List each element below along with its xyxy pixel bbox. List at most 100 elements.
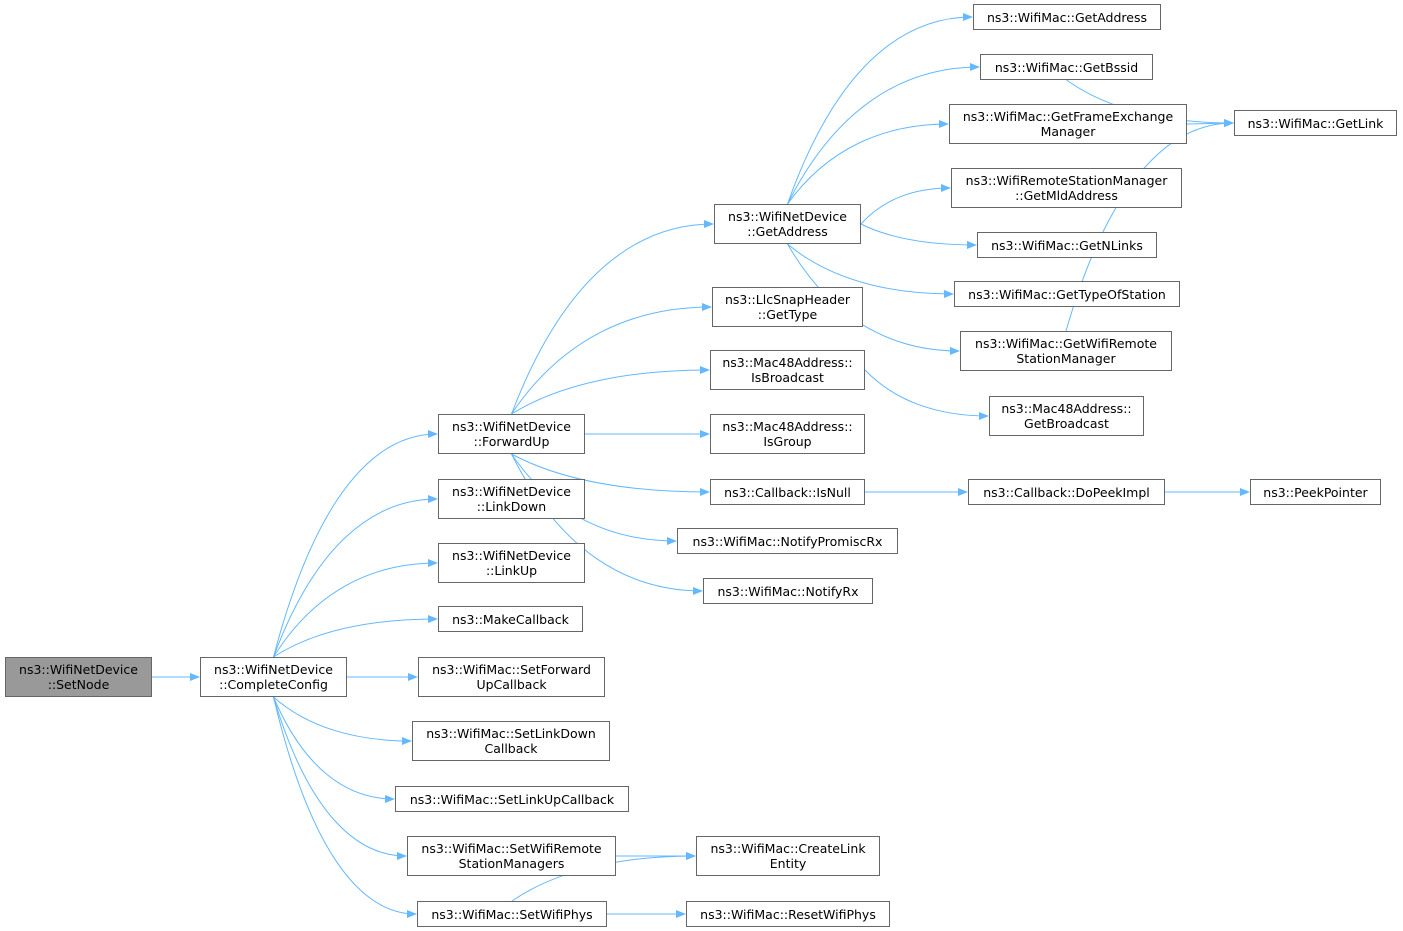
node-label: Entity xyxy=(769,856,807,871)
node-label: ns3::Callback::IsNull xyxy=(724,484,851,500)
node-label: ns3::WifiMac::GetBssid xyxy=(994,59,1139,75)
node-getbroadcast[interactable]: ns3::Mac48Address::GetBroadcast xyxy=(989,396,1144,436)
node-getnlinks[interactable]: ns3::WifiMac::GetNLinks xyxy=(977,232,1157,258)
node-isgroup[interactable]: ns3::Mac48Address::IsGroup xyxy=(710,414,865,454)
node-getmldaddress[interactable]: ns3::WifiRemoteStationManager::GetMldAdd… xyxy=(951,168,1182,208)
node-label: ::GetAddress xyxy=(747,224,828,239)
node-label: ns3::PeekPointer xyxy=(1263,484,1368,500)
node-resetwifiphys[interactable]: ns3::WifiMac::ResetWifiPhys xyxy=(686,901,890,927)
node-label: ns3::WifiNetDevice xyxy=(452,419,571,434)
node-label: StationManagers xyxy=(458,856,565,871)
node-makecallback[interactable]: ns3::MakeCallback xyxy=(438,606,583,632)
edge-completeconfig-to-setlinkdowncallback xyxy=(273,696,412,745)
edge-completeconfig-to-linkup xyxy=(273,559,438,658)
node-label: ns3::WifiMac::SetLinkUpCallback xyxy=(409,791,615,807)
node-label: ns3::WifiMac::SetWifiPhys xyxy=(431,906,593,922)
edge-completeconfig-to-setwifiphys xyxy=(273,696,417,918)
edge-completeconfig-to-makecallback xyxy=(273,615,438,658)
edge-netdev-getaddress-to-gettypeofstation xyxy=(787,243,954,298)
node-label: ns3::WifiNetDevice xyxy=(452,548,571,563)
node-label: IsBroadcast xyxy=(751,370,824,385)
node-forwardup[interactable]: ns3::WifiNetDevice::ForwardUp xyxy=(438,414,585,454)
edge-forwardup-to-isnull xyxy=(511,453,710,496)
node-label: ns3::WifiMac::NotifyPromiscRx xyxy=(692,533,883,549)
node-peekpointer[interactable]: ns3::PeekPointer xyxy=(1250,479,1381,505)
node-label: ns3::Mac48Address:: xyxy=(722,419,853,434)
edge-completeconfig-to-forwardup xyxy=(273,430,438,658)
node-linkdown[interactable]: ns3::WifiNetDevice::LinkDown xyxy=(438,479,585,519)
edge-forwardup-to-isbroadcast xyxy=(511,366,710,415)
edge-netdev-getaddress-to-getmldaddress xyxy=(860,184,951,225)
node-isnull[interactable]: ns3::Callback::IsNull xyxy=(710,479,865,505)
node-notifypromiscrx[interactable]: ns3::WifiMac::NotifyPromiscRx xyxy=(677,528,898,554)
edge-forwardup-to-llc-gettype xyxy=(511,303,712,415)
node-label: ns3::MakeCallback xyxy=(452,611,569,627)
node-label: Callback xyxy=(484,741,538,756)
node-label: ns3::WifiMac::CreateLink xyxy=(710,841,866,856)
node-setlinkupcallback[interactable]: ns3::WifiMac::SetLinkUpCallback xyxy=(395,786,629,812)
edge-completeconfig-to-setlinkupcallback xyxy=(273,696,395,803)
node-linkup[interactable]: ns3::WifiNetDevice::LinkUp xyxy=(438,543,585,583)
node-setwifiphys[interactable]: ns3::WifiMac::SetWifiPhys xyxy=(417,901,607,927)
node-isbroadcast[interactable]: ns3::Mac48Address::IsBroadcast xyxy=(710,350,865,390)
node-mac-getaddress[interactable]: ns3::WifiMac::GetAddress xyxy=(973,4,1161,30)
node-label: ns3::WifiMac::GetAddress xyxy=(986,9,1148,25)
node-label: Manager xyxy=(1040,124,1096,139)
node-getlink[interactable]: ns3::WifiMac::GetLink xyxy=(1234,110,1397,136)
node-label: ns3::Mac48Address:: xyxy=(1001,401,1132,416)
node-label: ns3::WifiMac::NotifyRx xyxy=(717,583,859,599)
node-label: ::CompleteConfig xyxy=(219,677,328,692)
node-label: ns3::WifiNetDevice xyxy=(452,484,571,499)
node-label: ns3::WifiNetDevice xyxy=(214,662,333,677)
node-label: ::LinkUp xyxy=(485,563,538,578)
node-completeconfig[interactable]: ns3::WifiNetDevice::CompleteConfig xyxy=(200,657,347,697)
edge-completeconfig-to-setwifiremotestationmanagers xyxy=(273,696,407,860)
node-label: ::ForwardUp xyxy=(473,434,550,449)
node-label: StationManager xyxy=(1016,351,1116,366)
edge-netdev-getaddress-to-mac-getaddress xyxy=(787,13,973,205)
node-label: GetBroadcast xyxy=(1024,416,1109,431)
node-label: ::SetNode xyxy=(47,677,110,692)
edge-isbroadcast-to-getbroadcast xyxy=(864,369,989,420)
node-notifyrx[interactable]: ns3::WifiMac::NotifyRx xyxy=(703,578,873,604)
node-label: ::GetMldAddress xyxy=(1015,188,1118,203)
node-setnode: ns3::WifiNetDevice::SetNode xyxy=(5,657,152,697)
node-label: ns3::WifiMac::SetWifiRemote xyxy=(421,841,602,856)
node-label: IsGroup xyxy=(763,434,812,449)
node-label: ns3::WifiMac::GetTypeOfStation xyxy=(968,286,1166,302)
edge-netdev-getaddress-to-getbssid xyxy=(787,63,980,205)
node-label: ns3::LlcSnapHeader xyxy=(724,292,851,307)
node-label: ns3::Mac48Address:: xyxy=(722,355,853,370)
node-llc-gettype[interactable]: ns3::LlcSnapHeader::GetType xyxy=(712,287,863,327)
node-dopeekimpl[interactable]: ns3::Callback::DoPeekImpl xyxy=(968,479,1165,505)
edge-netdev-getaddress-to-getwifiremotestationmanager xyxy=(787,243,960,355)
node-label: ns3::WifiMac::GetWifiRemote xyxy=(975,336,1157,351)
node-label: ns3::WifiMac::GetNLinks xyxy=(991,237,1143,253)
node-label: ::LinkDown xyxy=(476,499,547,514)
node-netdev-getaddress[interactable]: ns3::WifiNetDevice::GetAddress xyxy=(714,204,861,244)
node-label: ns3::WifiMac::ResetWifiPhys xyxy=(700,906,876,922)
node-label: UpCallback xyxy=(476,677,547,692)
node-label: ns3::WifiMac::GetLink xyxy=(1247,115,1384,131)
node-gettypeofstation[interactable]: ns3::WifiMac::GetTypeOfStation xyxy=(954,281,1180,307)
node-label: ns3::Callback::DoPeekImpl xyxy=(983,484,1150,500)
node-label: ::GetType xyxy=(757,307,818,322)
node-label: ns3::WifiRemoteStationManager xyxy=(965,173,1168,188)
edge-completeconfig-to-linkdown xyxy=(273,495,438,658)
edge-forwardup-to-netdev-getaddress xyxy=(511,220,714,415)
edge-forwardup-to-notifypromiscrx xyxy=(511,453,677,545)
edge-netdev-getaddress-to-getframeexchangemanager xyxy=(787,120,949,205)
node-label: ns3::WifiMac::SetLinkDown xyxy=(426,726,596,741)
node-label: ns3::WifiMac::SetForward xyxy=(432,662,591,677)
node-getbssid[interactable]: ns3::WifiMac::GetBssid xyxy=(980,54,1153,80)
node-label: ns3::WifiNetDevice xyxy=(19,662,138,677)
node-label: ns3::WifiMac::GetFrameExchange xyxy=(962,109,1174,124)
